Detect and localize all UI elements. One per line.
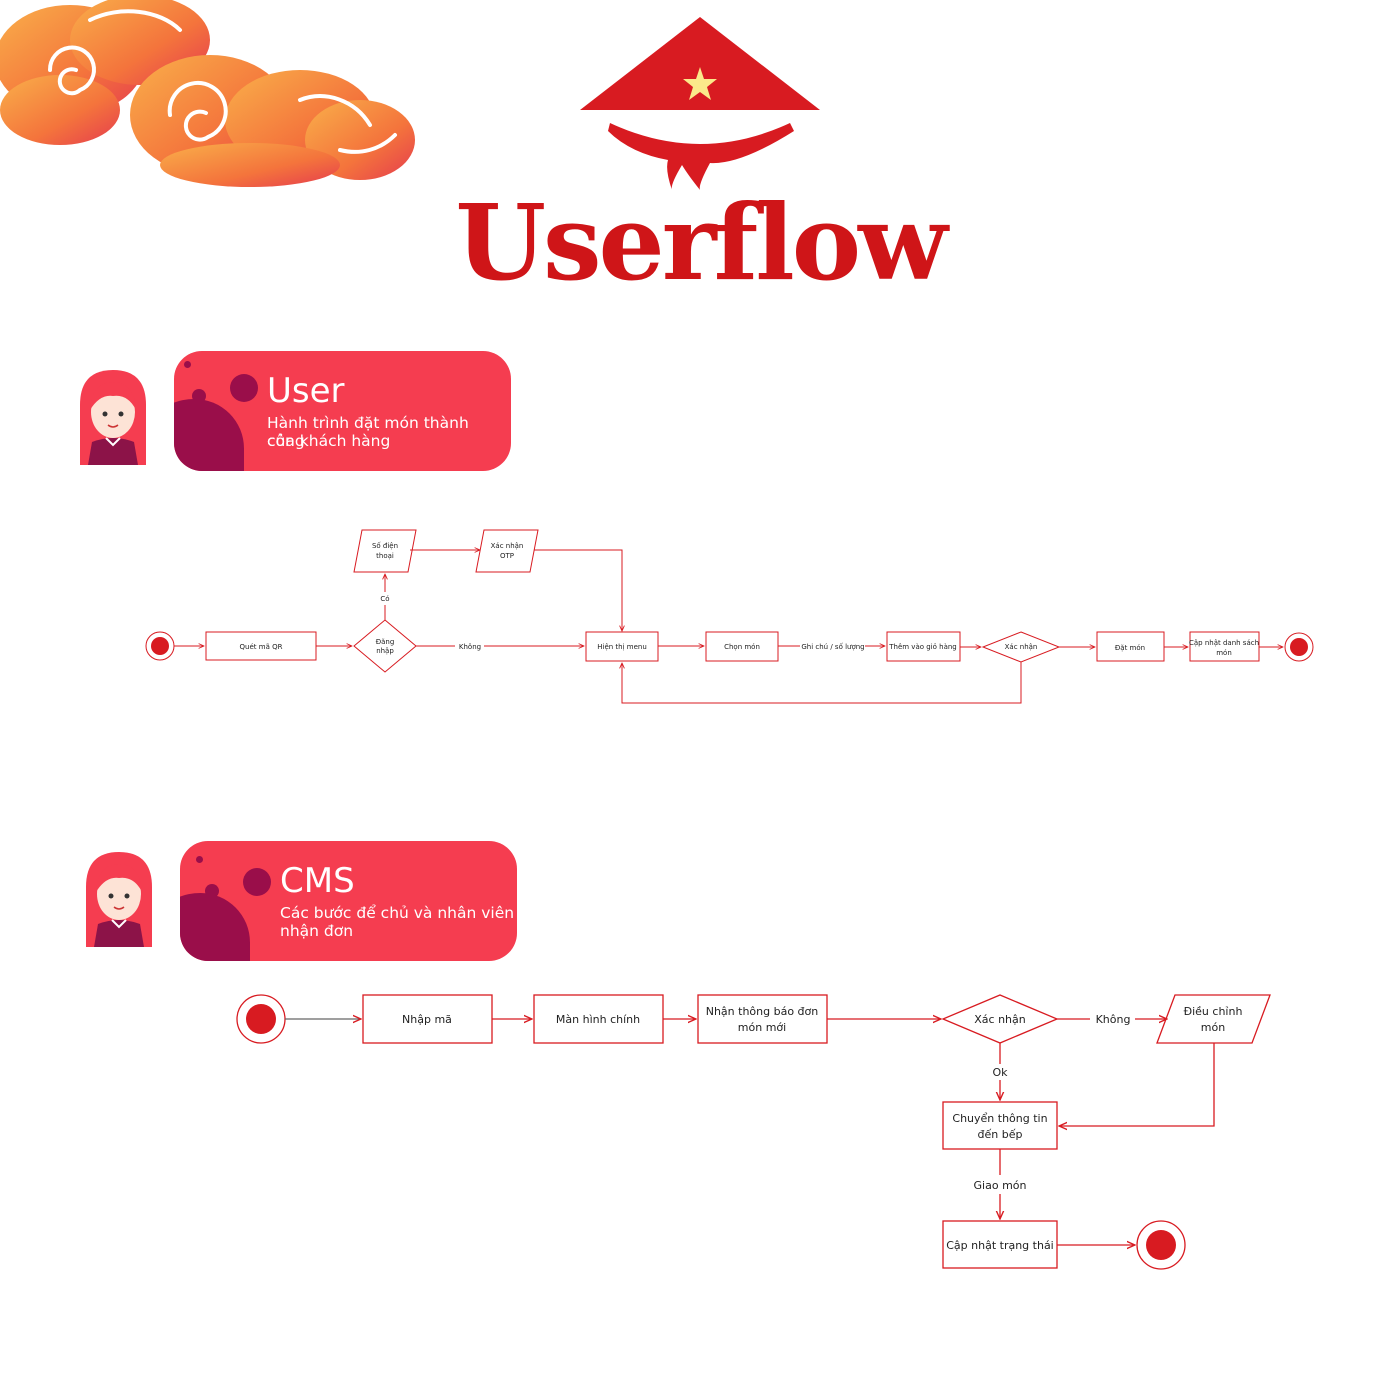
user-heading: User bbox=[267, 371, 345, 411]
cms-flow-diagram: Nhập mã Màn hình chính Nhận thông báo đơ… bbox=[236, 994, 1271, 1270]
user-card: User Hành trình đặt món thành công của k… bbox=[174, 351, 511, 471]
kitchen-label-1: Chuyển thông tin bbox=[952, 1112, 1047, 1125]
login-label-2: nhập bbox=[376, 647, 394, 655]
cloud-decoration bbox=[0, 0, 415, 187]
phone-input bbox=[353, 529, 417, 573]
update-label-2: món bbox=[1216, 649, 1232, 657]
kitchen-box bbox=[942, 1101, 1058, 1150]
notify-box bbox=[697, 994, 828, 1044]
adjust-label-1: Điều chỉnh bbox=[1184, 1005, 1243, 1018]
user-flow-diagram: Quét mã QR Đăng nhập Có Không Số điện th… bbox=[145, 529, 1314, 704]
cms-heading: CMS bbox=[280, 861, 355, 901]
cms-desc-line1: Các bước để chủ và nhân viên bbox=[280, 904, 515, 922]
confirm-label: Xác nhận bbox=[1005, 643, 1038, 651]
user-desc-line2: của khách hàng bbox=[267, 432, 391, 450]
phone-label-2: thoại bbox=[376, 552, 394, 560]
end-node bbox=[1284, 632, 1314, 662]
scan-qr-label: Quét mã QR bbox=[240, 643, 283, 651]
otp-label-1: Xác nhận bbox=[491, 542, 524, 550]
kitchen-label-2: đến bếp bbox=[978, 1128, 1023, 1141]
cms-no-label: Không bbox=[1096, 1013, 1131, 1026]
adjust-input bbox=[1156, 994, 1271, 1044]
notify-label-2: món mới bbox=[738, 1021, 786, 1034]
adjust-label-2: món bbox=[1201, 1021, 1225, 1034]
update-label-1: Cập nhật danh sách bbox=[1189, 639, 1259, 647]
ok-label: Ok bbox=[992, 1066, 1008, 1079]
show-menu-label: Hiện thị menu bbox=[597, 643, 647, 651]
update-status-label: Cập nhật trạng thái bbox=[946, 1239, 1054, 1252]
phone-label-1: Số điện bbox=[372, 542, 398, 550]
enter-code-label: Nhập mã bbox=[402, 1013, 452, 1026]
no-label: Không bbox=[459, 643, 481, 651]
logo-hat-icon bbox=[580, 17, 820, 190]
login-label-1: Đăng bbox=[376, 638, 395, 646]
cms-confirm-label: Xác nhận bbox=[974, 1013, 1026, 1026]
otp-label-2: OTP bbox=[500, 552, 514, 560]
page-title: Userflow bbox=[455, 181, 947, 304]
cms-avatar bbox=[86, 852, 152, 947]
cms-desc-line2: nhận đơn bbox=[280, 922, 354, 940]
cms-card: CMS Các bước để chủ và nhân viên nhận đơ… bbox=[180, 841, 517, 961]
user-desc-line1: Hành trình đặt món thành công bbox=[267, 414, 469, 450]
main-screen-label: Màn hình chính bbox=[556, 1013, 640, 1026]
otp-input bbox=[475, 529, 539, 573]
cms-end-node bbox=[1136, 1220, 1186, 1270]
notify-label-1: Nhận thông báo đơn bbox=[706, 1005, 819, 1018]
deliver-label: Giao món bbox=[974, 1179, 1027, 1192]
order-label: Đặt món bbox=[1115, 644, 1145, 652]
yes-label: Có bbox=[380, 595, 389, 603]
note-qty-label: Ghi chú / số lượng bbox=[801, 643, 864, 651]
user-avatar bbox=[80, 370, 146, 465]
login-decision bbox=[353, 619, 417, 673]
choose-dish-label: Chọn món bbox=[724, 643, 760, 651]
add-cart-label: Thêm vào giỏ hàng bbox=[888, 643, 957, 651]
